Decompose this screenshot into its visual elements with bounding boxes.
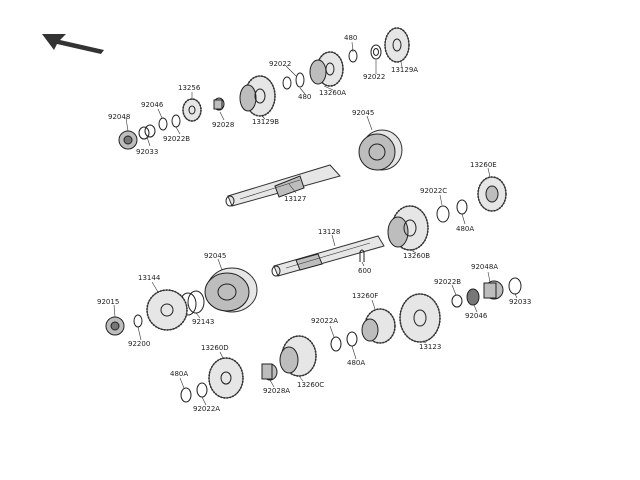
label-92048A: 92048A [471, 263, 498, 271]
label-92022-top: 92022 [363, 73, 385, 81]
label-480A-low: 480A [170, 370, 188, 378]
label-92022A-mid: 92022A [311, 317, 338, 325]
label-92046-top: 92046 [141, 101, 164, 109]
label-13127: 13127 [284, 195, 306, 203]
washer-92022B-top [171, 114, 181, 128]
label-13129A: 13129A [391, 66, 418, 74]
part-labels: 480 92022 13129A 92022 480 13260A 13256 … [97, 34, 531, 413]
label-13260B: 13260B [403, 252, 430, 260]
gear-13129B [239, 75, 276, 117]
washer-92022-top [370, 44, 382, 60]
gear-13260C [279, 335, 317, 377]
leader-lines [113, 41, 518, 406]
label-13144: 13144 [138, 274, 161, 282]
shaft-13127 [225, 164, 341, 207]
gear-13260B [387, 205, 429, 251]
label-13128: 13128 [318, 228, 340, 236]
bearing-92045-low [204, 267, 258, 313]
needle-92048A [483, 280, 504, 300]
circlip-480-mid [282, 76, 292, 90]
label-92045-low: 92045 [204, 252, 226, 260]
washer-92046-top [158, 117, 168, 131]
label-92045-top: 92045 [352, 109, 374, 117]
label-92022B-low: 92022B [434, 278, 461, 286]
gear-13260A [309, 51, 344, 87]
bearing-92033-top [138, 124, 156, 140]
label-92033-low: 92033 [509, 298, 531, 306]
label-92022C: 92022C [420, 187, 447, 195]
label-92015: 92015 [97, 298, 119, 306]
nut-92200 [133, 314, 143, 328]
label-92143: 92143 [192, 318, 214, 326]
label-92022A-low: 92022A [193, 405, 220, 413]
circlip-480A-low [180, 387, 192, 403]
washer-92022A-mid [330, 336, 342, 352]
label-13256: 13256 [178, 84, 201, 92]
washer-92022C [436, 205, 450, 223]
label-600: 600 [358, 267, 371, 275]
bushing-92028A [261, 363, 278, 381]
label-13260E: 13260E [470, 161, 497, 169]
gear-13256 [182, 98, 202, 122]
label-92033-top: 92033 [136, 148, 158, 156]
shaft-13128 [271, 235, 385, 277]
bearing-92033-low [508, 277, 522, 295]
gear-13144 [146, 289, 188, 331]
label-92022-mid: 92022 [269, 60, 291, 68]
gear-13260D [208, 357, 244, 399]
bushing-92028 [213, 97, 225, 111]
circlip-480A-mid [346, 331, 358, 347]
label-480A-right: 480A [456, 225, 474, 233]
label-92028A: 92028A [263, 387, 290, 395]
label-13260D: 13260D [201, 344, 229, 352]
label-92046-low: 92046 [465, 312, 488, 320]
needle-92048 [118, 130, 138, 150]
label-92022B-top: 92022B [163, 135, 190, 143]
label-92048: 92048 [108, 113, 130, 121]
label-92028: 92028 [212, 121, 234, 129]
label-13260A: 13260A [319, 89, 346, 97]
gear-13260F [361, 308, 396, 344]
label-480A-mid: 480A [347, 359, 365, 367]
label-92200: 92200 [128, 340, 150, 348]
gear-13123 [399, 293, 441, 343]
pin-600 [359, 249, 365, 262]
washer-92022-mid [295, 72, 305, 88]
label-13123: 13123 [419, 343, 441, 351]
label-480-mid: 480 [298, 93, 311, 101]
label-13129B: 13129B [252, 118, 279, 126]
label-13260C: 13260C [297, 381, 324, 389]
label-480-top: 480 [344, 34, 357, 42]
gear-13260E [477, 176, 507, 212]
gear-13129A [384, 27, 410, 63]
washer-92046-low [466, 288, 480, 306]
washer-92022A-low [196, 382, 208, 398]
circlip-480A-right [456, 199, 468, 215]
bearing-92045-top [358, 129, 403, 171]
washer-92022B-low [451, 294, 463, 308]
label-13260F: 13260F [352, 292, 378, 300]
nut-92015 [105, 316, 125, 336]
direction-arrow-icon [42, 34, 104, 54]
